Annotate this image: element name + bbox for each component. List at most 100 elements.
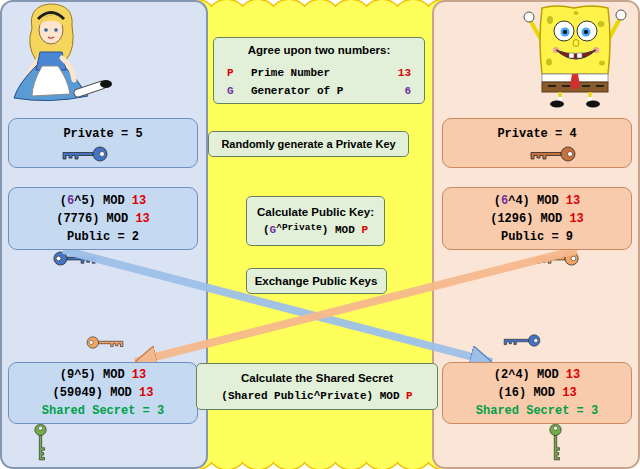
drawing-part [577,21,597,41]
drawing-part [32,66,70,96]
drawing-part [547,16,553,24]
text-row: Private = 5 [63,125,142,143]
drawing-part [561,28,570,37]
value-text: ) MOD [89,192,125,210]
key-exchange-arrow [63,250,492,362]
step-text: Randomly generate a Private Key [221,135,395,153]
value-text: Prime Number [251,64,391,82]
spongebob-shared-key [550,424,561,460]
drawing-part [504,335,540,346]
value-text: ) MOD [523,192,559,210]
drawing-part [570,74,580,90]
value-text: (59049) MOD [53,384,132,402]
drawing-part [78,85,102,93]
text-row: (1296) MOD 13 [490,210,584,228]
alice-figure [14,4,112,101]
drawing-part [560,92,590,101]
value-text: 13 [569,210,583,228]
drawing-part [48,37,54,38]
drawing-part [44,28,48,32]
drawing-part [573,40,579,47]
private-key-box: Private = 5 [8,118,198,168]
text-row: (16) MOD13 [497,384,576,402]
private-key-box: Private = 4 [442,118,632,168]
text-row: (9^5) MOD 13 [60,366,146,384]
drawing-part [550,101,564,108]
text-row: PPrime Number13 [227,64,411,82]
shared-secret-box: (2^4) MOD 13(16) MOD13Shared Secret = 3 [442,362,632,424]
drawing-part [574,11,579,15]
drawing-part [100,80,112,88]
drawing-part [546,59,552,66]
text-row: (59049) MOD 13 [53,384,154,402]
drawing-part [62,58,74,80]
text-row: Exchange Public Keys [255,272,378,290]
received-orange-key [87,337,123,348]
text-row: (2^4) MOD 13 [494,366,580,384]
public-key-box: (6^5) MOD13(7776) MOD13Public = 2 [8,187,198,250]
value-text: (16) MOD [497,384,555,402]
text-row: Public = 9 [501,228,573,246]
text-row: Randomly generate a Private Key [221,135,395,153]
drawing-part [584,30,588,34]
value-text: 13 [566,366,580,384]
text-row: Private = 4 [497,125,576,143]
step-box: Calculate Public Key:(G^Private) MODP [246,196,385,246]
text-row: (Shared Public^Private) MOD P [221,387,412,405]
value-text: (7776) MOD [56,210,128,228]
alice-shared-key [35,424,46,460]
value-text: G [227,82,251,100]
text-row: (6^5) MOD 13 [60,192,146,210]
value-text: ^4 [508,192,522,210]
value-text: 6 [501,192,508,210]
value-text: 13 [139,384,153,402]
value-text: 13 [132,192,146,210]
text-row: (7776) MOD13 [56,210,150,228]
text-row: Shared Secret = 3 [42,402,164,420]
text-row: Shared Secret = 3 [476,402,598,420]
text-row: Agree upon two numbers: [248,41,390,59]
value-text: ( [60,192,67,210]
alice-panel [1,1,207,468]
step-text: Calculate Public Key: [257,203,374,221]
spongebob-figure [524,6,626,108]
value-text: ) MOD [322,221,355,239]
value-text: ^5 [74,192,88,210]
drawing-part [39,16,63,26]
value-text: (2^4) MOD [494,366,559,384]
value-text: 13 [132,366,146,384]
value-text: (1296) MOD [490,210,562,228]
value-text: (Shared Public^Private) MOD [221,387,399,405]
value-text: P [227,64,251,82]
text-row: (G^Private) MODP [263,221,368,240]
received-blue-key [504,335,540,346]
drawing-part [577,53,582,58]
edge-layer [63,250,577,362]
drawing-part [582,28,591,37]
value-text: 13 [391,64,411,82]
drawing-part [87,337,123,348]
value-text: 13 [566,192,580,210]
value-text: Shared Secret = 3 [476,402,598,420]
text-row: GGenerator of P6 [227,82,411,100]
drawing-part [560,97,590,101]
value-text: P [406,387,413,405]
step-text: Calculate the Shared Secret [241,369,393,387]
drawing-part [39,16,63,44]
value-text: Private = 4 [497,125,576,143]
step-box: Calculate the Shared Secret(Shared Publi… [196,363,438,410]
shared-secret-box: (9^5) MOD13(59049) MOD13Shared Secret = … [8,362,198,424]
public-key-box: (6^4) MOD13(1296) MOD13Public = 9 [442,187,632,250]
value-text: (9^5) MOD [60,366,125,384]
private-key-icon [61,146,109,162]
value-text: G [270,221,277,239]
drawing-part [586,101,600,108]
value-text: ( [263,221,270,239]
value-text: 6 [67,192,74,210]
drawing-part [540,6,610,74]
drawing-part [569,53,574,58]
private-key-icon [529,146,577,162]
drawing-part [563,30,567,34]
